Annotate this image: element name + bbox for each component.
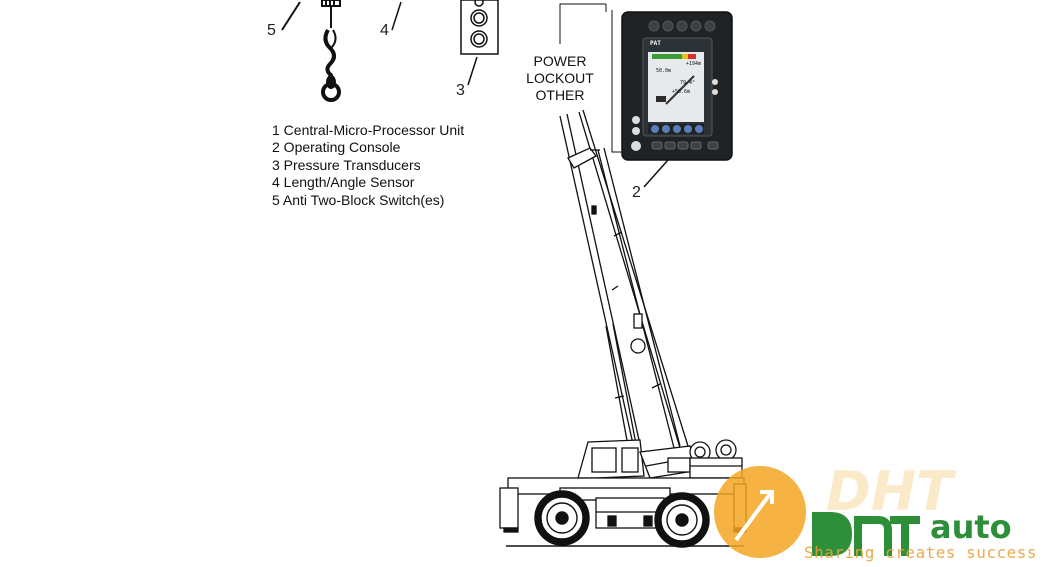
legend-item: 3 Pressure Transducers bbox=[272, 156, 421, 173]
console-label-line: LOCKOUT bbox=[526, 70, 594, 86]
anti-two-block-switch-illustration bbox=[281, 0, 341, 102]
crane-carrier bbox=[499, 439, 747, 547]
screen-readout: +194m bbox=[686, 61, 702, 67]
console-label-line: OTHER bbox=[535, 87, 585, 103]
console-wire bbox=[559, 3, 621, 153]
console-label: POWER LOCKOUT OTHER bbox=[520, 53, 600, 104]
screen-readout: 79.4° bbox=[680, 80, 696, 86]
callout-2: 2 bbox=[632, 184, 641, 201]
pressure-transducer-panel bbox=[460, 0, 499, 86]
callout-5: 5 bbox=[267, 22, 276, 39]
legend-item: 4 Length/Angle Sensor bbox=[272, 174, 415, 191]
watermark-logo: DHT bbox=[714, 460, 957, 558]
callout-4: 4 bbox=[380, 22, 389, 39]
console-brand: PAT bbox=[650, 40, 661, 47]
watermark-tagline: Sharing creates success bbox=[804, 543, 1038, 562]
length-angle-sensor-leader bbox=[391, 1, 402, 31]
component-legend: 1 Central-Micro-Processor Unit 2 Operati… bbox=[272, 122, 464, 209]
crane-wheels bbox=[534, 490, 710, 548]
legend-item: 2 Operating Console bbox=[272, 139, 401, 156]
screen-readout: 50.0m bbox=[656, 68, 672, 74]
legend-item: 1 Central-Micro-Processor Unit bbox=[272, 122, 465, 138]
svg-text:DHT: DHT bbox=[826, 460, 957, 523]
crane-boom bbox=[559, 109, 689, 449]
screen-readout: +50.6m bbox=[672, 89, 691, 95]
operating-console-illustration bbox=[621, 11, 733, 188]
callout-3: 3 bbox=[456, 82, 465, 99]
watermark-suffix: auto bbox=[930, 508, 1012, 546]
legend-item: 5 Anti Two-Block Switch(es) bbox=[272, 191, 445, 208]
console-label-line: POWER bbox=[533, 53, 587, 69]
